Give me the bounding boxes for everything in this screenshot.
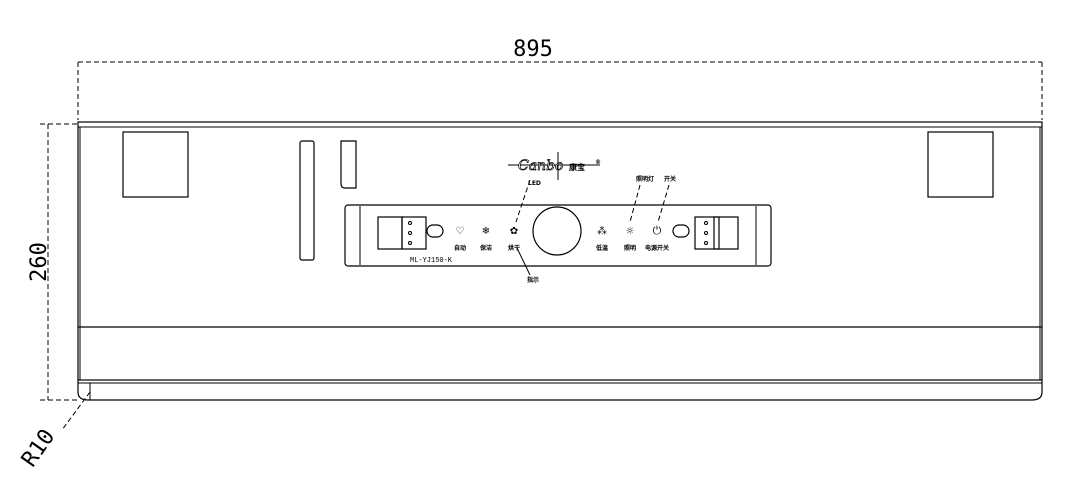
button-low-temp[interactable]: ⁂ 低温: [595, 225, 608, 252]
callout-indicator: 指示: [527, 276, 539, 284]
right-square-vent: [927, 131, 994, 198]
snowflake-icon: ❄: [482, 226, 490, 237]
callouts: LED 指示 照明灯 开关: [515, 175, 676, 284]
cabinet-outline: [77, 121, 1043, 401]
button-clean[interactable]: ❄ 保洁: [479, 226, 492, 252]
callout-switch: 开关: [664, 175, 676, 183]
button-label: 自动: [454, 244, 466, 252]
button-label: 保洁: [479, 244, 492, 252]
button-label: 照明: [624, 244, 636, 252]
power-icon: ⏻: [653, 224, 662, 237]
button-label: 烘干: [508, 244, 520, 252]
button-dry[interactable]: ✿ 烘干: [508, 226, 520, 252]
height-dimension: 260: [27, 123, 78, 401]
control-panel: ML-YJ150-K: [344, 204, 772, 267]
model-number: ML-YJ150-K: [410, 257, 453, 265]
door-latch: [340, 140, 357, 189]
door-handle: [299, 140, 315, 261]
indicator-right: [672, 224, 690, 238]
width-dimension: 895: [77, 37, 1043, 120]
radius-dimension: R10: [17, 391, 91, 472]
light-icon: ☼: [626, 226, 635, 237]
width-label: 895: [513, 37, 553, 62]
indicator-left: [426, 224, 444, 238]
fan-icon: ⁂: [597, 225, 607, 237]
button-label: 电源开关: [645, 244, 669, 252]
control-knob[interactable]: [532, 206, 582, 256]
callout-light: 照明灯: [636, 175, 654, 183]
callout-led: LED: [528, 180, 541, 187]
left-square-vent: [122, 131, 189, 198]
button-light[interactable]: ☼ 照明: [624, 226, 636, 252]
brand-logo: Canbo 康宝 ®: [508, 152, 601, 180]
auto-icon: ♡: [456, 226, 465, 237]
registered-mark: ®: [595, 159, 601, 166]
brand-chinese: 康宝: [569, 162, 585, 172]
button-auto[interactable]: ♡ 自动: [454, 226, 466, 252]
button-label: 低温: [595, 244, 608, 252]
radius-label: R10: [17, 425, 60, 472]
height-label: 260: [27, 242, 52, 282]
button-power[interactable]: ⏻ 电源开关: [645, 224, 669, 252]
flower-icon: ✿: [510, 226, 518, 237]
brand-latin: Canbo: [518, 158, 563, 174]
